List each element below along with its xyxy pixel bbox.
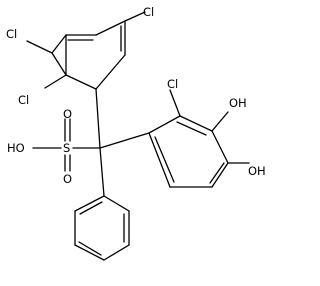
atom-label-ho-sulfonic: HO	[7, 141, 25, 155]
bond-to-cl-right	[169, 89, 181, 117]
atom-label-cl-top: Cl	[143, 5, 154, 19]
bond-to-cl-lower-left	[44, 74, 67, 89]
atom-label-cl-lower-left: Cl	[18, 93, 29, 107]
structure-diagram: Cl Cl Cl Cl OH OH HO S O O	[6, 5, 266, 261]
bond-ring-to-center	[95, 88, 101, 149]
dihydroxychlorophenyl-ring	[148, 115, 229, 188]
atom-label-oh-upper: OH	[229, 96, 247, 110]
atom-label-o-upper: O	[63, 107, 72, 121]
phenyl-ring	[74, 195, 130, 261]
atom-label-oh-lower: OH	[248, 164, 266, 178]
atom-label-cl-right: Cl	[167, 77, 178, 91]
bond-center-to-right-ring	[99, 132, 150, 149]
bond-to-cl-top	[124, 11, 146, 22]
trichlorophenyl-ring	[51, 20, 126, 90]
atom-label-cl-upper-left: Cl	[6, 27, 17, 41]
bond-to-cl-upper-left	[26, 40, 53, 54]
sulfonic-acid-group	[32, 118, 71, 172]
atom-label-sulfur: S	[63, 141, 70, 155]
bond-to-oh-upper	[211, 111, 229, 132]
atom-label-o-lower: O	[63, 172, 72, 186]
bond-center-to-phenyl	[99, 147, 105, 197]
